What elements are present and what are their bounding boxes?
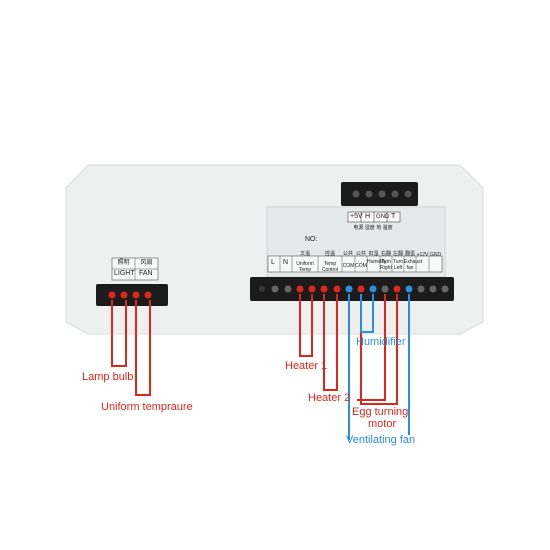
grid-label-turn-left: Turn Left <box>392 259 404 271</box>
left-label-light: LIGHT <box>114 270 135 277</box>
callout-heater-2: Heater 2 <box>308 392 351 404</box>
top-label-h: H <box>365 213 371 220</box>
left-label-cn-light: 照明 <box>117 260 130 266</box>
left-label-cn-fan: 风扇 <box>140 260 153 266</box>
top-label-gnd: GND <box>376 214 390 220</box>
grid-label-cn-com1: 公共 <box>342 251 353 257</box>
no-label: NO: <box>305 236 318 243</box>
grid-label-cn-uniform: 文温 <box>299 251 310 257</box>
grid-label-gnd: GND <box>429 252 442 258</box>
label-cn-humidity: 湿度 <box>364 225 375 231</box>
callout-heater-1: Heater 1 <box>285 360 328 372</box>
grid-label-turn-right: Turn Right <box>380 259 392 271</box>
grid-label-cn-com2: 公共 <box>355 251 366 257</box>
callout-uniform-temperature: Uniform tempraure <box>101 401 193 413</box>
callout-humidifier: Humidifier <box>356 336 406 348</box>
top-block-cn-labels: 电源 湿度 地 温度 <box>343 225 403 231</box>
label-cn-temp: 温度 <box>382 225 393 231</box>
callout-lamp-bulb: Lamp bulb <box>82 371 134 383</box>
grid-label-humidify: Humidify <box>367 259 387 265</box>
top-label-plus5v: +5V <box>350 213 363 220</box>
grid-label-cn-turn-left: 左翻 <box>392 251 403 257</box>
callout-egg-turning-motor: motor <box>368 418 397 430</box>
callout-ventilating-fan: Ventilating fan <box>346 434 416 446</box>
left-terminal-block <box>96 284 168 306</box>
grid-label-com2: COM <box>355 263 367 269</box>
grid-label-temp-control: Temp Control <box>321 261 339 273</box>
main-terminal-screws <box>259 285 449 293</box>
left-label-fan: FAN <box>139 270 153 277</box>
grid-label-cn-control: 控温 <box>324 251 335 257</box>
grid-label-com1: COM <box>342 263 355 269</box>
grid-label-cn-humidify: 扣湿 <box>368 251 379 257</box>
top-terminal-screws <box>352 190 412 198</box>
callout-egg-turning: Egg turning <box>352 406 409 418</box>
wire-lead-icon <box>111 300 151 396</box>
grid-label-uniform-temp: Uniform Temp <box>296 261 314 273</box>
grid-label-exhaust-fan: Exhaust fan <box>404 259 423 271</box>
top-label-t: T <box>391 213 396 220</box>
label-cn-power: 电源 <box>353 225 364 231</box>
label-cn-ground: 地 <box>376 225 382 231</box>
left-terminal-screws <box>108 291 152 299</box>
grid-label-12v: +12V <box>416 252 429 258</box>
grid-label-l: L <box>271 259 275 266</box>
grid-label-n: N <box>283 259 289 266</box>
grid-label-cn-exhaust: 翻蛋 <box>404 251 415 257</box>
grid-label-cn-turn-right: 右翻 <box>380 251 391 257</box>
